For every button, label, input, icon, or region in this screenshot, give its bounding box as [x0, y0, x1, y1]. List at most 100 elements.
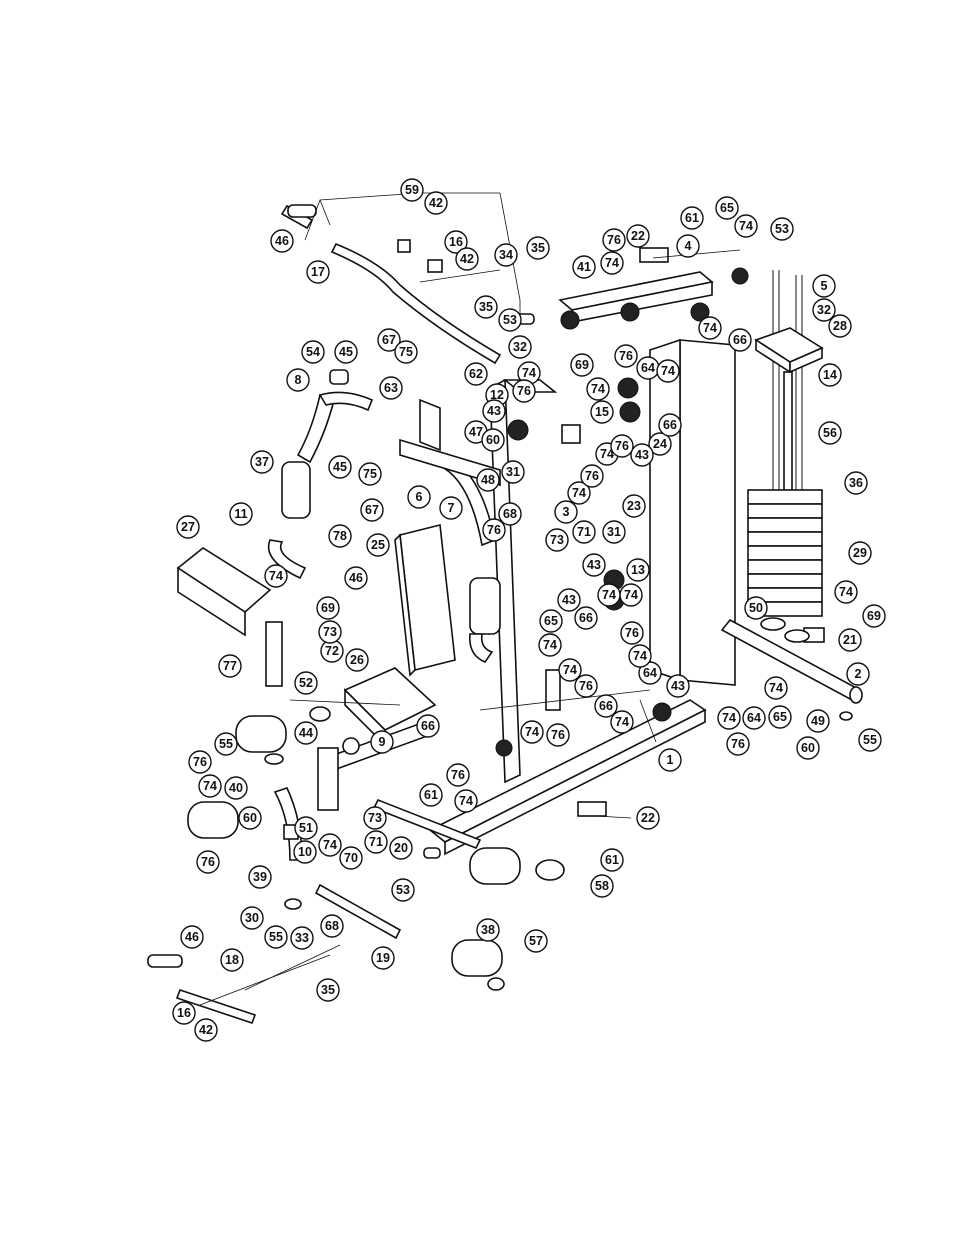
- callout-label: 72: [325, 644, 339, 658]
- callout-76-11: 76: [188, 750, 212, 774]
- callout-74-3: 74: [517, 361, 541, 385]
- callout-74-14: 74: [628, 644, 652, 668]
- callout-label: 76: [193, 755, 207, 769]
- callout-25: 25: [366, 533, 390, 557]
- callout-label: 74: [661, 364, 675, 378]
- callout-73-3: 73: [363, 806, 387, 830]
- floor-cable-bar: [372, 798, 482, 850]
- callout-label: 65: [773, 710, 787, 724]
- callout-76-5: 76: [580, 464, 604, 488]
- seat-pad: [343, 667, 437, 747]
- callout-68-2: 68: [320, 914, 344, 938]
- callout-label: 76: [585, 469, 599, 483]
- callout-label: 64: [643, 666, 657, 680]
- callout-label: 74: [769, 681, 783, 695]
- callout-label: 22: [631, 229, 645, 243]
- callout-26: 26: [345, 648, 369, 672]
- callout-label: 74: [839, 585, 853, 599]
- callout-49: 49: [806, 709, 830, 733]
- callout-74-12: 74: [538, 633, 562, 657]
- callout-label: 61: [685, 211, 699, 225]
- callout-66-5: 66: [416, 714, 440, 738]
- callout-label: 78: [333, 529, 347, 543]
- callout-53-3: 53: [391, 878, 415, 902]
- callout-label: 38: [481, 923, 495, 937]
- callout-6: 6: [407, 485, 431, 509]
- callout-label: 29: [853, 546, 867, 560]
- callout-label: 35: [531, 241, 545, 255]
- callout-label: 74: [605, 256, 619, 270]
- callout-53-2: 53: [498, 308, 522, 332]
- callout-71-2: 71: [364, 830, 388, 854]
- callout-label: 66: [733, 333, 747, 347]
- callout-55-3: 55: [264, 925, 288, 949]
- callout-66-4: 66: [594, 694, 618, 718]
- callout-7: 7: [439, 496, 463, 520]
- callout-label: 16: [449, 235, 463, 249]
- callout-label: 42: [460, 252, 474, 266]
- callout-label: 15: [595, 405, 609, 419]
- rear-base-tube: [720, 618, 863, 704]
- callout-label: 74: [323, 838, 337, 852]
- callout-54: 54: [301, 340, 325, 364]
- callout-label: 56: [823, 426, 837, 440]
- callout-76: 76: [602, 228, 626, 252]
- callout-label: 46: [275, 234, 289, 248]
- callout-label: 69: [575, 358, 589, 372]
- callout-label: 74: [459, 794, 473, 808]
- callout-label: 74: [522, 366, 536, 380]
- callout-75: 75: [394, 340, 418, 364]
- callout-label: 31: [607, 525, 621, 539]
- callout-label: 52: [299, 676, 313, 690]
- callout-label: 74: [591, 382, 605, 396]
- callout-label: 65: [544, 614, 558, 628]
- short-handle: [147, 204, 317, 1025]
- selector-stem: [783, 371, 793, 503]
- callout-label: 55: [269, 930, 283, 944]
- callout-label: 28: [833, 319, 847, 333]
- callout-46-3: 46: [180, 925, 204, 949]
- top-bracket: [399, 398, 501, 487]
- callout-64-3: 64: [742, 706, 766, 730]
- callout-label: 35: [479, 300, 493, 314]
- callout-67-2: 67: [360, 498, 384, 522]
- callout-label: 2: [855, 667, 862, 681]
- callout-76-12: 76: [446, 763, 470, 787]
- callout-31-2: 31: [602, 520, 626, 544]
- callout-label: 59: [405, 183, 419, 197]
- callout-74-19: 74: [834, 580, 858, 604]
- callout-43-3: 43: [582, 553, 606, 577]
- callout-61-2: 61: [419, 783, 443, 807]
- callout-label: 74: [572, 486, 586, 500]
- callout-label: 32: [513, 340, 527, 354]
- callout-8: 8: [286, 368, 310, 392]
- callout-label: 74: [615, 715, 629, 729]
- callout-74-17: 74: [764, 676, 788, 700]
- callout-label: 39: [253, 870, 267, 884]
- callout-label: 44: [299, 726, 313, 740]
- callout-label: 67: [365, 503, 379, 517]
- callout-74-15: 74: [610, 710, 634, 734]
- callout-label: 73: [323, 625, 337, 639]
- callout-74-7: 74: [567, 481, 591, 505]
- callout-label: 11: [234, 507, 247, 521]
- callout-label: 74: [563, 663, 577, 677]
- callout-label: 66: [663, 418, 677, 432]
- callout-68: 68: [498, 502, 522, 526]
- callout-66: 66: [728, 328, 752, 352]
- weight-stack: [747, 489, 823, 617]
- callout-46-2: 46: [344, 566, 368, 590]
- callout-74-10: 74: [619, 583, 643, 607]
- callout-label: 67: [382, 333, 396, 347]
- callout-label: 33: [295, 931, 309, 945]
- callout-76-9: 76: [546, 723, 570, 747]
- callout-60-2: 60: [238, 806, 262, 830]
- callout-55-2: 55: [858, 728, 882, 752]
- callout-label: 34: [499, 248, 513, 262]
- callout-59: 59: [400, 178, 424, 202]
- callout-label: 76: [551, 728, 565, 742]
- callout-22: 22: [626, 224, 650, 248]
- callout-35-2: 35: [474, 295, 498, 319]
- callout-label: 58: [595, 879, 609, 893]
- callout-10: 10: [293, 840, 317, 864]
